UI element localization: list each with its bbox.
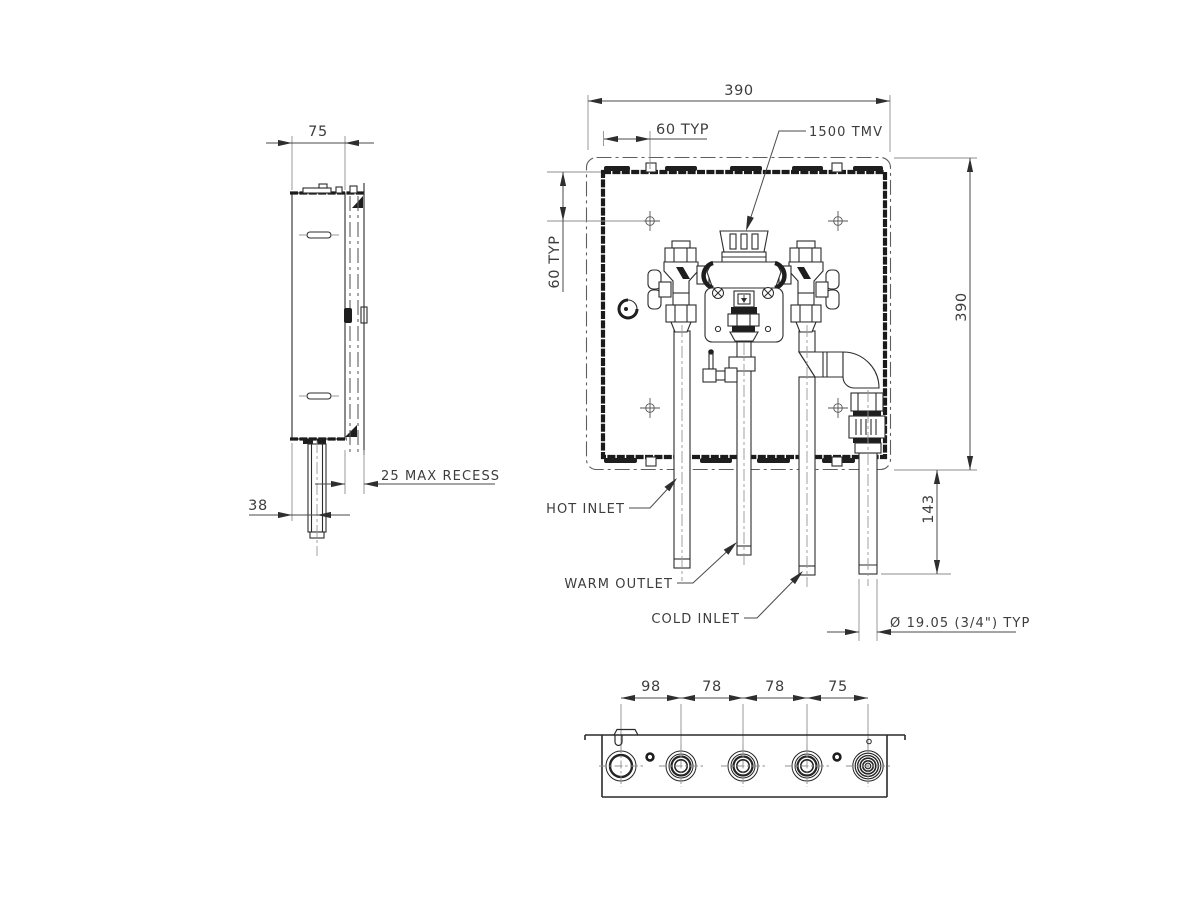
dim-front-height-text: 390 [954, 292, 970, 321]
dim-bottom-spacing-3: 78 [765, 679, 785, 695]
left-isolation-valve [647, 240, 699, 333]
dim-bottom-spacing-2: 78 [702, 679, 722, 695]
valve-handle [647, 269, 662, 290]
right-isolation-valve [788, 240, 840, 333]
hot-inlet-pipe [673, 330, 691, 569]
warm-outlet-leader: WARM OUTLET [564, 542, 737, 592]
bottom-flange-tabs [604, 456, 855, 467]
dim-pipe-extension-text: 143 [921, 494, 937, 523]
cold-outlet-pipe [858, 452, 878, 575]
label-tmv-text: 1500 TMV [809, 125, 883, 140]
hole-crosshairs [599, 745, 890, 787]
check-valve [848, 415, 886, 439]
screw-hole [645, 752, 655, 762]
tmv-valve [696, 230, 792, 372]
union-nut [850, 392, 884, 412]
dim-bottom-spacing-4: 75 [828, 679, 848, 695]
dim-bottom-spacing-1: 98 [641, 679, 661, 695]
top-flange-tabs [604, 162, 883, 173]
screw-hole [832, 752, 842, 762]
dim-pipe-diameter-text: Ø 19.05 (3/4") TYP [890, 616, 1030, 631]
tmv-leader: 1500 TMV [746, 125, 883, 231]
dim-side-recess-text: 25 MAX RECESS [381, 469, 500, 484]
hot-inlet-leader: HOT INLET [546, 478, 677, 517]
pipe-centerlines [681, 325, 869, 587]
side-clip [344, 308, 352, 323]
dim-front-width-text: 390 [724, 83, 753, 99]
dim-side-pipe-offset-text: 38 [248, 498, 268, 514]
bottom-tray [584, 728, 906, 798]
label-cold-inlet-text: COLD INLET [651, 612, 740, 627]
bottom-view: 98 78 78 75 [584, 679, 906, 798]
side-view-pipe [307, 441, 327, 556]
drain-valve [702, 349, 738, 383]
label-hot-inlet-text: HOT INLET [546, 502, 625, 517]
valve-handle [825, 269, 840, 290]
front-view: 390 60 TYP 60 TYP 390 143 [546, 83, 1030, 641]
label-warm-outlet-text: WARM OUTLET [564, 577, 673, 592]
dim-hole-offset-v-text: 60 TYP [547, 235, 563, 288]
cold-inlet-leader: COLD INLET [651, 571, 803, 627]
dim-hole-offset-h-text: 60 TYP [656, 122, 709, 138]
brand-emblem [617, 298, 639, 320]
side-cabinet-box [290, 183, 368, 455]
dim-side-depth-text: 75 [308, 124, 328, 140]
side-view: 75 [248, 124, 500, 556]
